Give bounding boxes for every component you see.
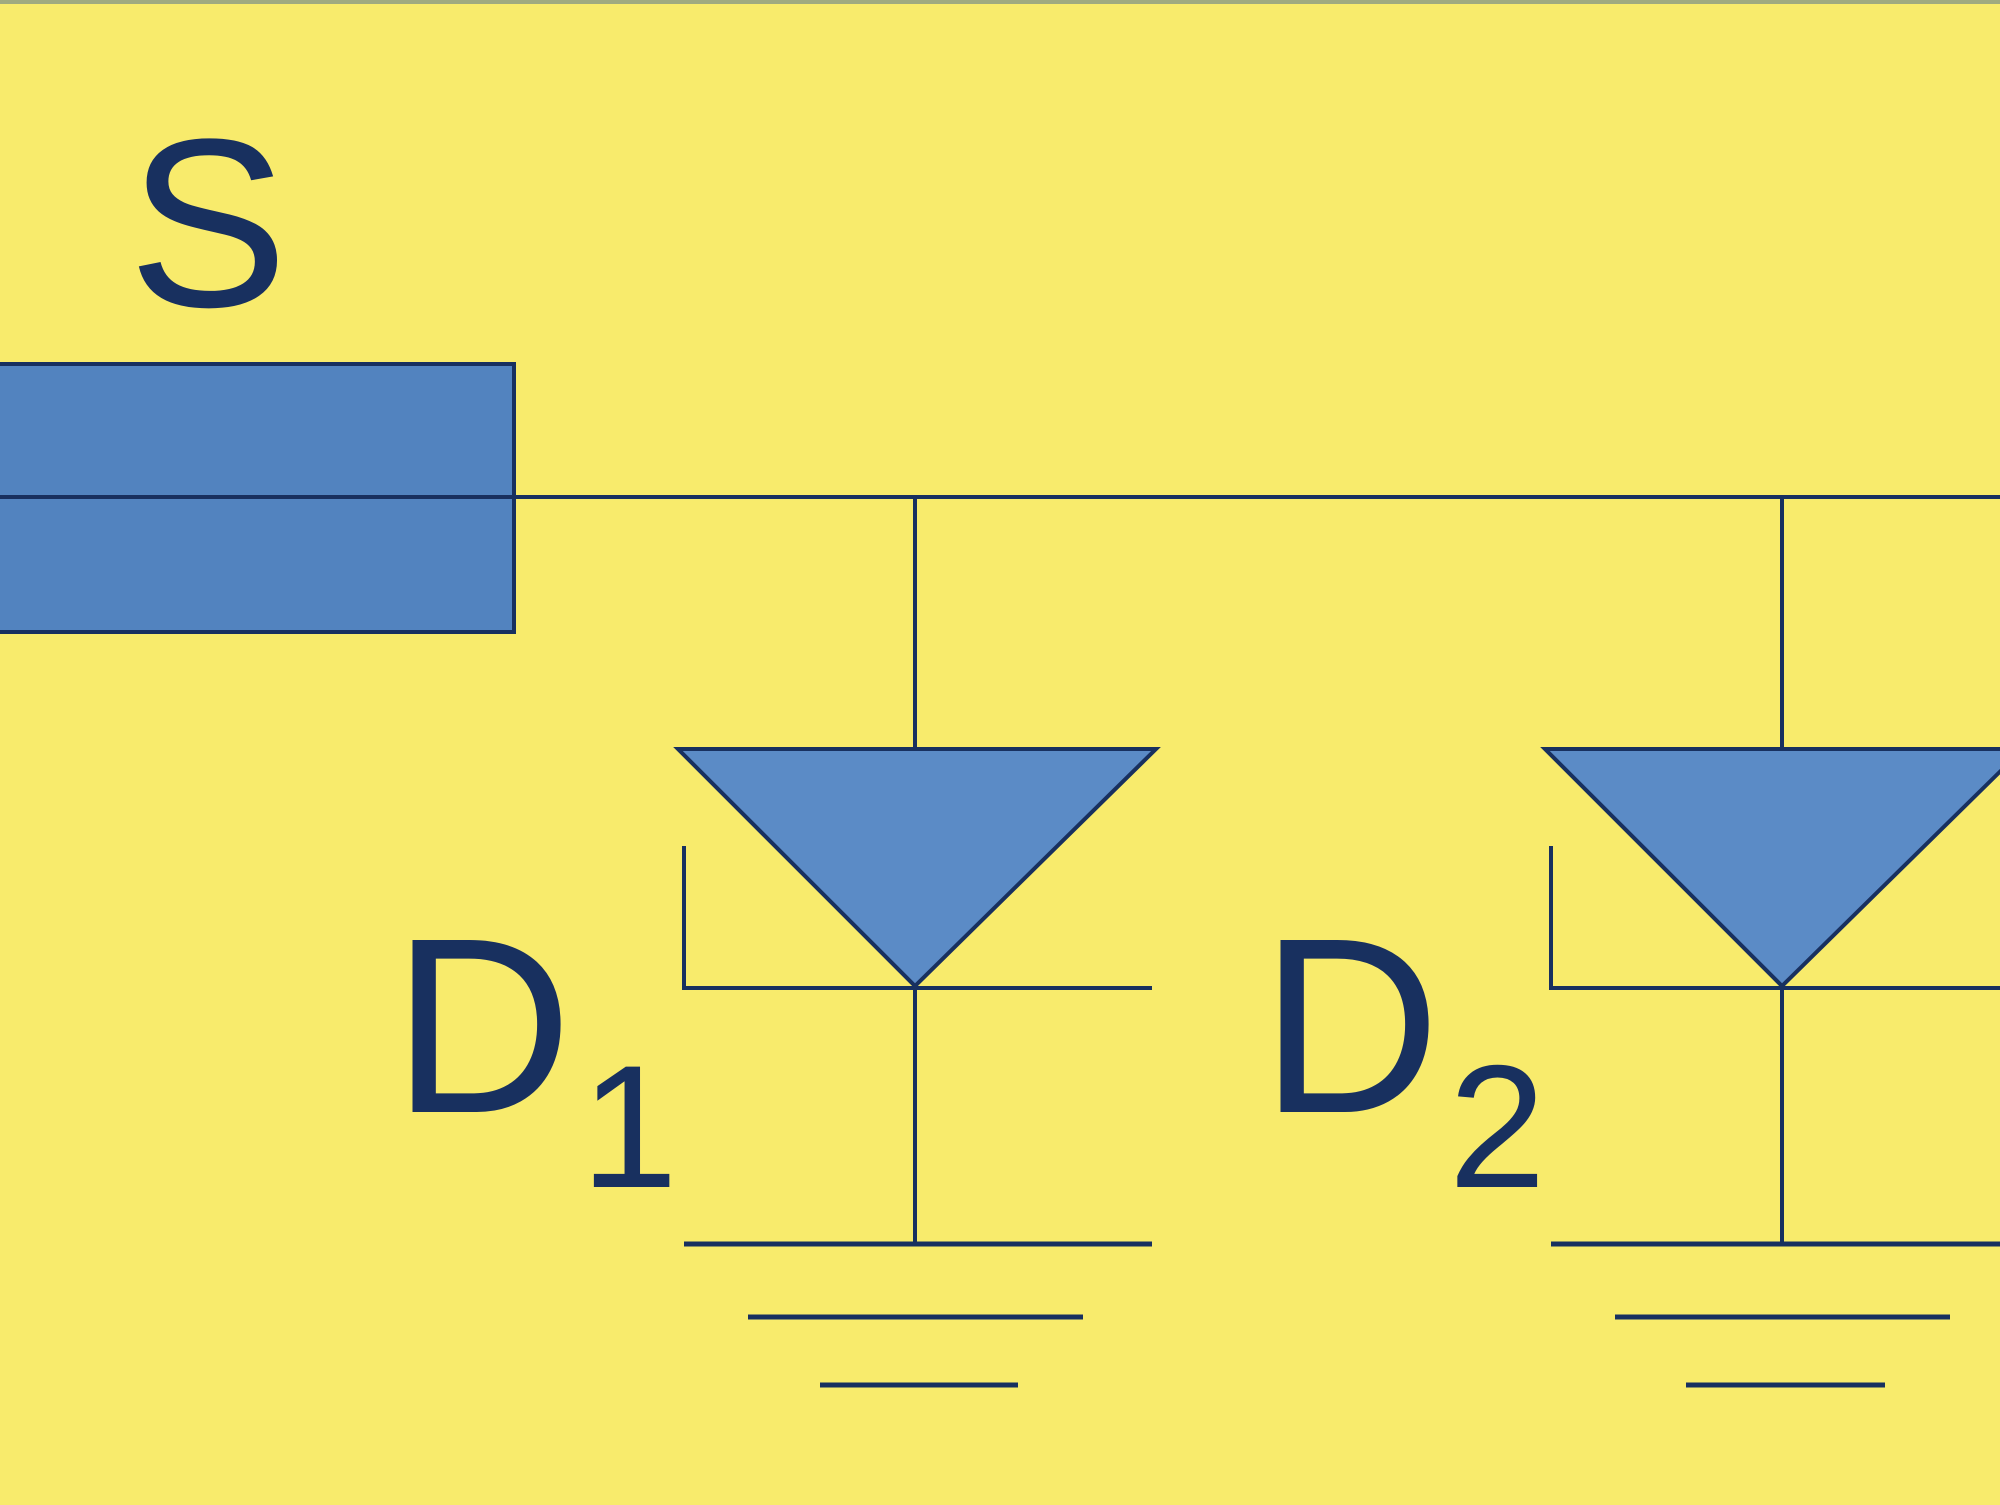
diode-d1: D1 (392, 497, 1161, 1388)
ground-symbol-1 (684, 1241, 1152, 1388)
diode-d2-label: D2 (1260, 886, 1546, 1225)
diode-d2-triangle (1540, 747, 2000, 989)
ground-symbol-2 (1551, 1241, 2000, 1388)
diode-d2: D2 (1260, 497, 2000, 1388)
diode-d2-letter: D (1260, 886, 1441, 1165)
diode-d2-subscript: 2 (1449, 1030, 1546, 1225)
diode-d2-cathode-bar (1549, 846, 2000, 990)
diode-d1-letter: D (392, 886, 573, 1165)
diode-d1-cathode-bar (682, 846, 1152, 990)
source-label: S (128, 89, 288, 357)
diode-d1-label: D1 (392, 886, 678, 1225)
diode-d1-subscript: 1 (581, 1030, 678, 1225)
diode-d1-triangle (673, 747, 1161, 989)
